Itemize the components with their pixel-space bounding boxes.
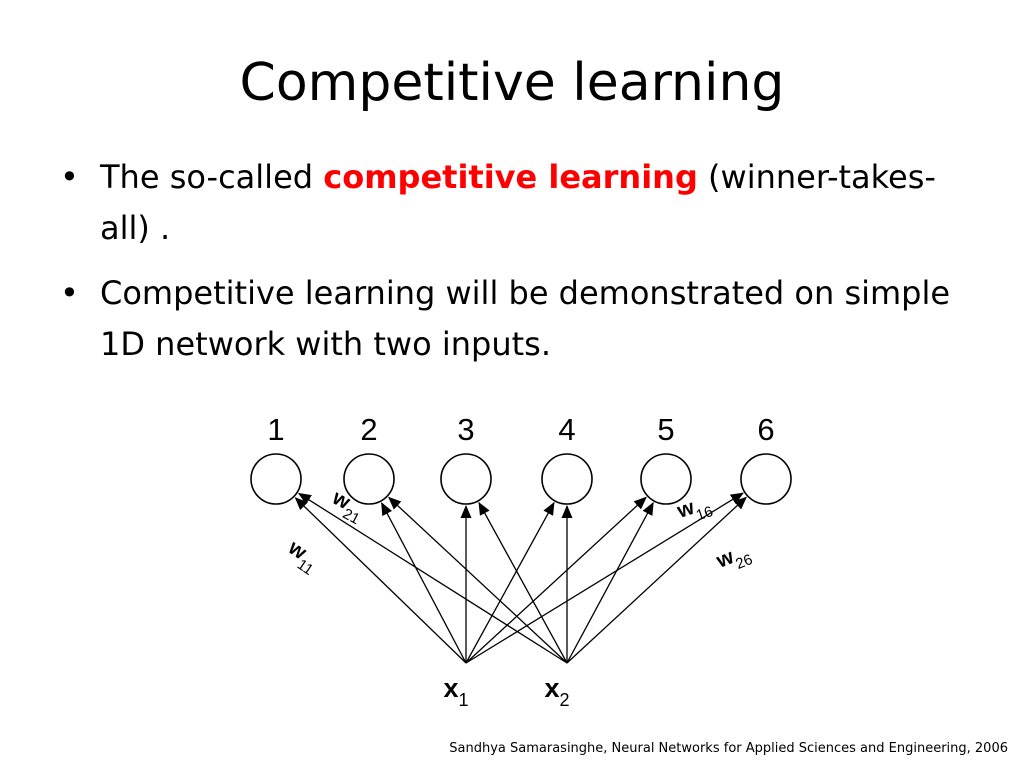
bullet-1-text-end: (winner-takes-all) . [100,158,936,247]
weight-label: w11 [279,536,323,579]
bullet-item-2: • Competitive learning will be demonstra… [58,268,978,370]
bullet-list: • The so-called competitive learning (wi… [58,152,978,384]
citation: Sandhya Samarasinghe, Neural Networks fo… [449,741,1008,756]
connection-x1-n1 [294,497,467,664]
bullet-item-1: • The so-called competitive learning (wi… [58,152,978,254]
neuron-label: 5 [657,412,674,447]
neuron-node [343,453,395,505]
weight-label: w26 [712,539,755,580]
input-label: x2 [544,673,569,710]
connection-x1-n2 [381,502,467,664]
connections [294,492,747,664]
bullet-dot: • [60,158,79,196]
input-layer: x1 x2 [443,673,569,710]
neuron-node [640,453,692,505]
connection-x2-n3 [478,501,568,664]
bullet-1-highlight: competitive learning [323,158,698,196]
input-label: x1 [443,673,468,710]
neuron-node [250,453,302,505]
neuron-node [440,453,492,505]
neuron-labels: 1 2 3 4 5 6 [267,412,774,447]
neuron-label: 3 [457,412,474,447]
bullet-1-text: The so-called [100,158,324,196]
connection-x1-n6 [465,492,744,664]
neuron-layer [250,453,792,505]
connection-x2-n1 [297,492,568,664]
bullet-2-text: Competitive learning will be demonstrate… [100,274,951,363]
connection-x2-n2 [388,496,568,664]
neuron-label: 1 [267,412,284,447]
neuron-label: 2 [360,412,377,447]
neuron-label: 4 [558,412,575,447]
neuron-label: 6 [757,412,774,447]
connection-x1-n5 [465,496,647,664]
bullet-dot: • [60,274,79,312]
connection-x2-n5 [566,501,654,664]
neuron-node [740,453,792,505]
connection-x1-n4 [465,501,555,664]
connection-x2-n6 [566,496,747,664]
slide-title: Competitive learning [239,53,785,113]
neuron-node [541,453,593,505]
